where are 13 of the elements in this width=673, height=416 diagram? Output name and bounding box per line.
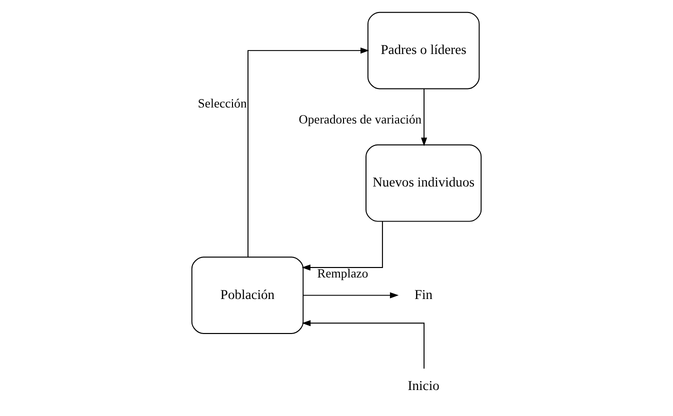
edge-label: Selección (198, 96, 247, 110)
node-box: Nuevos individuos (366, 144, 482, 222)
edge-label: Operadores de variación (298, 112, 422, 127)
arrow (421, 88, 428, 146)
node-text: Inicio (408, 378, 440, 393)
arrow (302, 292, 399, 298)
arrow (302, 220, 383, 271)
arrow (302, 320, 425, 370)
node-box: Padres o líderes (367, 12, 480, 90)
node-box: Población (191, 256, 304, 334)
edge-label: Remplazo (317, 266, 368, 281)
arrow (248, 48, 370, 258)
node-text: Fin (414, 286, 433, 302)
